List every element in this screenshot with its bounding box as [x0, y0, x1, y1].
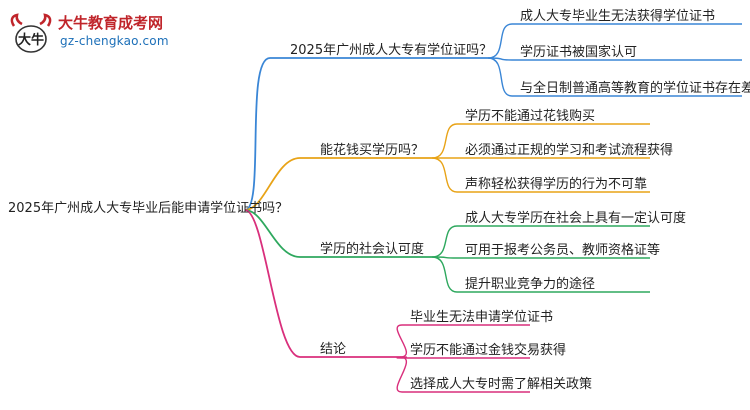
bull-logo-icon: 大牛: [10, 13, 52, 53]
leaf-connector-4-3: [396, 356, 530, 393]
leaf-label-2-3: 声称轻松获得学历的行为不可靠: [465, 177, 648, 192]
leaf-label-1-3: 与全日制普通高等教育的学位证书存在差异: [520, 81, 750, 96]
leaf-label-4-1: 毕业生无法申请学位证书: [410, 310, 554, 325]
leaf-label-1-1: 成人大专毕业生无法获得学位证书: [520, 9, 716, 24]
leaf-label-3-2: 可用于报考公务员、教师资格证等: [465, 243, 661, 258]
branch-connector-3: [244, 209, 432, 258]
leaf-connector-1-1: [487, 23, 742, 59]
leaf-label-2-2: 必须通过正规的学习和考试流程获得: [465, 143, 674, 158]
svg-text:大牛: 大牛: [18, 32, 44, 48]
logo-title: 大牛教育成考网: [58, 14, 164, 32]
leaf-connector-2-1: [431, 123, 650, 159]
leaf-connector-2-3: [431, 157, 650, 193]
leaf-label-4-2: 学历不能通过金钱交易获得: [410, 343, 567, 358]
leaf-connector-4-1: [396, 324, 530, 358]
branch-label-3: 学历的社会认可度: [320, 242, 425, 257]
leaf-label-1-2: 学历证书被国家认可: [520, 45, 638, 60]
branch-label-4: 结论: [320, 342, 347, 357]
leaf-label-3-1: 成人大专学历在社会上具有一定认可度: [465, 211, 687, 226]
leaf-label-2-1: 学历不能通过花钱购买: [465, 109, 596, 124]
branch-connector-2: [244, 157, 432, 211]
leaf-label-4-3: 选择成人大专时需了解相关政策: [410, 377, 593, 392]
leaf-label-3-3: 提升职业竞争力的途径: [465, 277, 596, 292]
leaf-connector-3-2: [431, 256, 650, 259]
branch-label-1: 2025年广州成人大专有学位证吗？: [290, 43, 493, 58]
root-node: 2025年广州成人大专毕业后能申请学位证书吗？: [8, 201, 289, 216]
leaf-connector-1-3: [487, 57, 742, 97]
branch-connector-1: [244, 57, 488, 211]
leaf-connector-3-3: [431, 256, 650, 293]
branch-connector-4: [244, 209, 400, 358]
leaf-connector-1-2: [487, 57, 742, 61]
leaf-connector-3-1: [431, 225, 650, 258]
logo-url: gz-chengkao.com: [60, 34, 169, 48]
site-logo[interactable]: 大牛 大牛教育成考网 gz-chengkao.com: [8, 10, 178, 58]
branch-label-2: 能花钱买学历吗？: [320, 143, 425, 158]
